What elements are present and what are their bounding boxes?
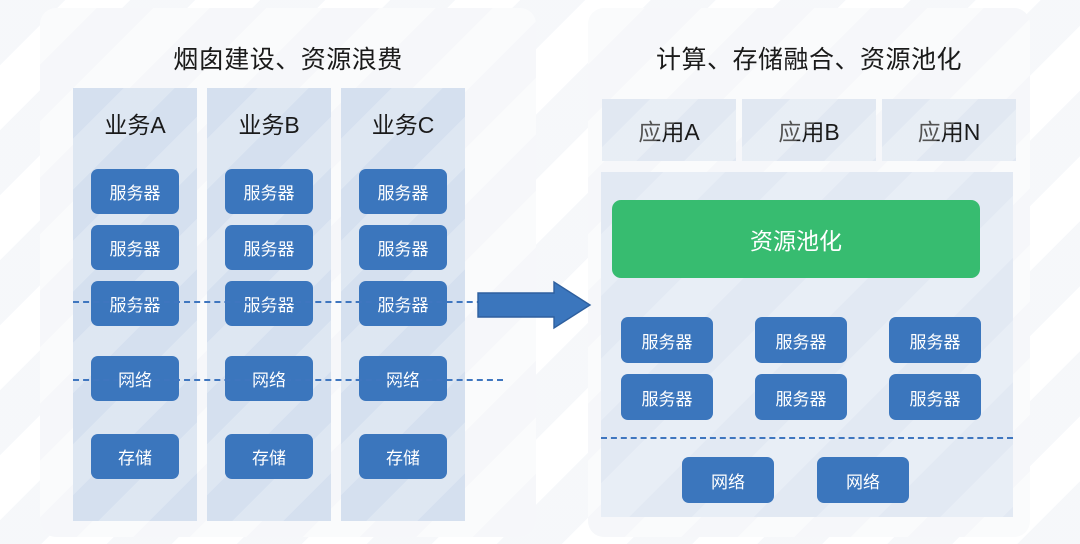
server-network-divider [601, 437, 1013, 439]
application-row: 应用A 应用B 应用N [602, 99, 1016, 161]
business-column-a-header: 业务A [104, 112, 166, 138]
network-box[interactable]: 网络 [225, 356, 313, 401]
server-box[interactable]: 服务器 [621, 374, 713, 420]
left-panel-title: 烟囱建设、资源浪费 [173, 46, 403, 74]
network-box[interactable]: 网络 [359, 356, 447, 401]
application-box-a[interactable]: 应用A [602, 99, 736, 161]
transition-arrow [476, 280, 592, 330]
storage-box[interactable]: 存储 [91, 434, 179, 479]
left-panel-silo-architecture: 烟囱建设、资源浪费 业务A 服务器 服务器 服务器 网络 存储 业务B 服务器 … [40, 8, 536, 537]
network-box[interactable]: 网络 [682, 457, 774, 503]
server-grid: 服务器 服务器 服务器 服务器 服务器 服务器 [621, 317, 993, 420]
right-panel-title: 计算、存储融合、资源池化 [655, 46, 962, 74]
business-column-c-stack: 服务器 服务器 服务器 网络 存储 [341, 158, 465, 479]
arrow-right-icon [477, 280, 592, 330]
network-row: 网络 网络 [682, 457, 932, 503]
application-box-n[interactable]: 应用N [882, 99, 1016, 161]
server-box[interactable]: 服务器 [889, 374, 981, 420]
left-panel-columns: 业务A 服务器 服务器 服务器 网络 存储 业务B 服务器 服务器 服务器 网络… [73, 88, 503, 521]
business-column-c[interactable]: 业务C 服务器 服务器 服务器 网络 存储 [341, 88, 465, 521]
network-box[interactable]: 网络 [817, 457, 909, 503]
business-column-c-header: 业务C [371, 112, 435, 138]
server-box[interactable]: 服务器 [755, 374, 847, 420]
server-box[interactable]: 服务器 [225, 225, 313, 270]
server-box[interactable]: 服务器 [889, 317, 981, 363]
right-panel-converged-architecture: 计算、存储融合、资源池化 应用A 应用B 应用N 资源池化 服务器 服务器 服务… [588, 8, 1030, 537]
server-box[interactable]: 服务器 [755, 317, 847, 363]
server-box[interactable]: 服务器 [91, 281, 179, 326]
business-column-b-header: 业务B [238, 112, 300, 138]
server-box[interactable]: 服务器 [225, 281, 313, 326]
business-column-b[interactable]: 业务B 服务器 服务器 服务器 网络 存储 [207, 88, 331, 521]
server-box[interactable]: 服务器 [359, 225, 447, 270]
resource-pool-container: 资源池化 服务器 服务器 服务器 服务器 服务器 服务器 网络 网络 [601, 172, 1013, 517]
application-box-b[interactable]: 应用B [742, 99, 876, 161]
storage-box[interactable]: 存储 [359, 434, 447, 479]
business-column-a[interactable]: 业务A 服务器 服务器 服务器 网络 存储 [73, 88, 197, 521]
server-box[interactable]: 服务器 [225, 169, 313, 214]
server-box[interactable]: 服务器 [91, 225, 179, 270]
network-storage-divider [73, 379, 503, 381]
business-column-a-stack: 服务器 服务器 服务器 网络 存储 [73, 158, 197, 479]
compute-network-divider [73, 301, 503, 303]
server-box[interactable]: 服务器 [621, 317, 713, 363]
storage-box[interactable]: 存储 [225, 434, 313, 479]
server-box[interactable]: 服务器 [359, 281, 447, 326]
server-box[interactable]: 服务器 [359, 169, 447, 214]
server-box[interactable]: 服务器 [91, 169, 179, 214]
business-column-b-stack: 服务器 服务器 服务器 网络 存储 [207, 158, 331, 479]
resource-pool-box[interactable]: 资源池化 [612, 200, 980, 278]
